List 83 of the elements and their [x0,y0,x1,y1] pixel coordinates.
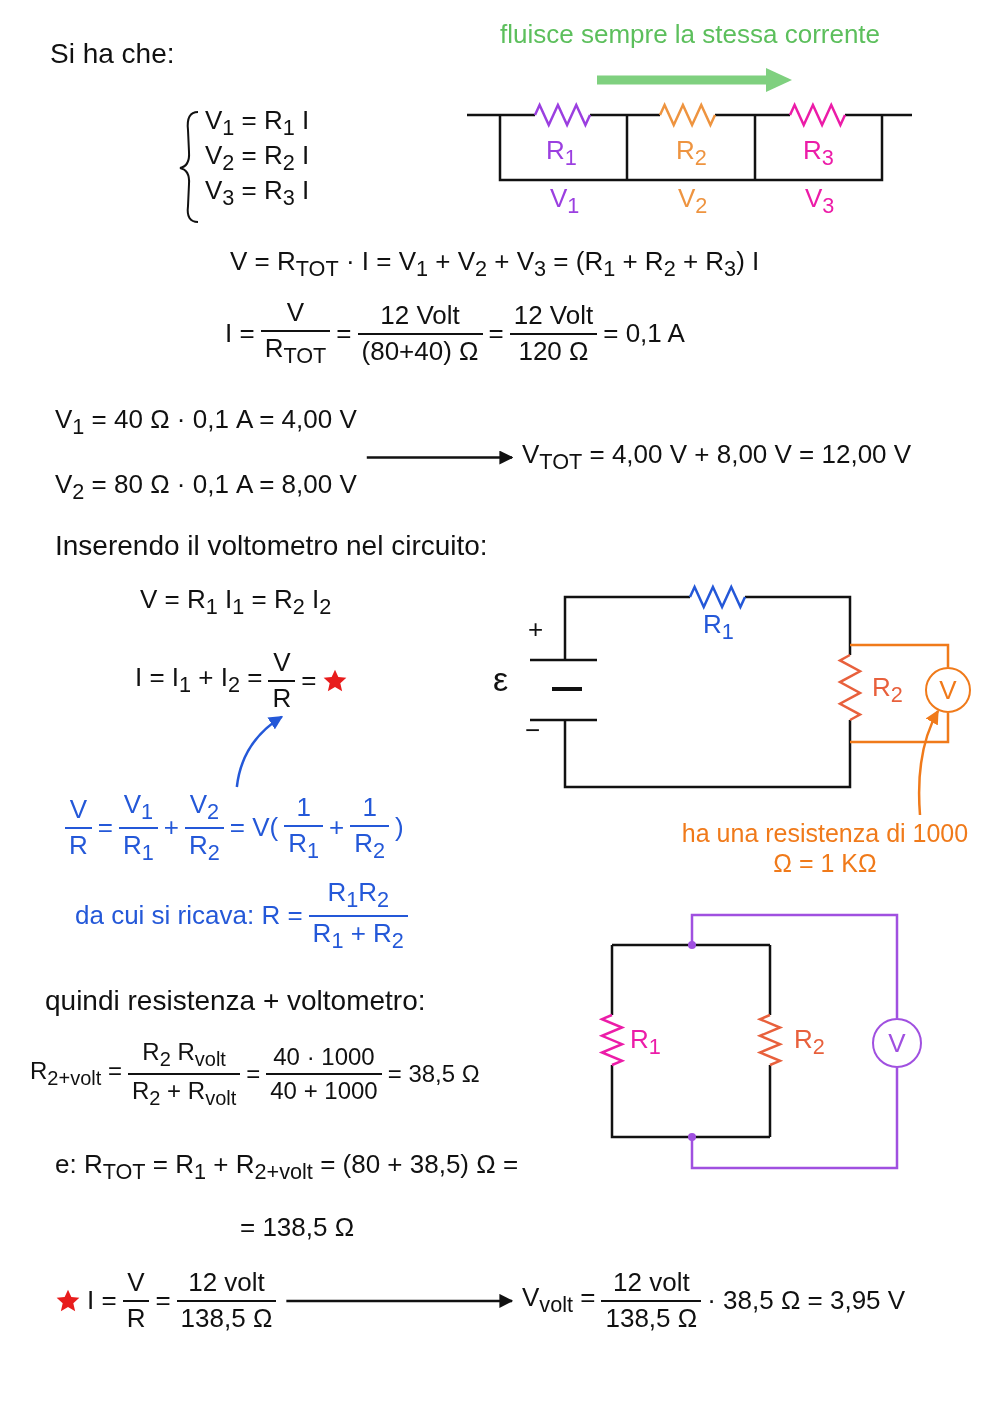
equation-text: = [488,318,504,349]
resistor-label: R$_{1}$ [630,1025,661,1061]
fraction-numerator: 40 · 1000 [272,1043,376,1073]
note-text: fluisce sempre la stessa corrente [500,20,881,50]
equation-text: V$_{2}$ = 80 Ω · 0,1 A = 8,00 V [55,470,357,506]
fraction-denominator: (80+40) Ω [357,332,483,367]
fraction-denominator: R [122,1299,150,1334]
fraction-numerator: V [68,795,89,827]
fraction-denominator: R$_{1}$ + R$_{2}$ [308,915,408,955]
equation-text: + [163,813,179,844]
emf-symbol: ε [493,660,509,700]
fraction-numerator: 12 Volt [379,300,461,332]
voltage-label: V$_{2}$ [678,184,708,220]
arrow [235,715,283,788]
equation-text: I = [87,1285,117,1316]
fraction-denominator: R$_{TOT}$ [260,329,331,369]
polarity-sign: + [528,615,544,645]
equation-text: = [155,1285,171,1316]
equation-text: V$_{volt}$ = [522,1283,596,1319]
equation-text: V$_{TOT}$ = 4,00 V + 8,00 V = 12,00 V [522,440,912,476]
equation-text: ) [395,813,404,844]
heading-text: quindi resistenza + voltometro: [45,985,426,1018]
equation-text: V = R$_{TOT}$ · I = V$_{1}$ + V$_{2}$ + V$_{3}$ = (R$_{1}$ + R$_{2}$ + R$_{3}$) I [230,247,760,283]
fraction-numerator: 12 Volt [512,300,595,332]
polarity-sign: − [525,716,541,746]
resistor-label: R$_{2}$ [794,1025,825,1061]
equation-text: = V( [229,813,279,844]
resistor-label: R$_{2}$ [676,136,707,172]
equation-text: V$_{2}$ = R$_{2}$ I [205,141,310,177]
heading-text: Si ha che: [50,38,175,71]
equation-text: = [246,1060,261,1088]
voltmeter-symbol: V [925,667,971,713]
arrow [286,1293,514,1308]
voltage-label: V$_{3}$ [805,184,835,220]
equation-text: V$_{3}$ = R$_{3}$ I [205,176,310,212]
fraction-denominator: R$_{2}$ [350,824,390,864]
note-text: ha una resistenza di 1000 Ω = 1 KΩ [675,818,975,878]
equation-text: = [97,813,113,844]
resistor-label: R$_{1}$ [546,136,577,172]
fraction-denominator: R$_{1}$ [118,827,158,867]
fraction-numerator: V$_{2}$ [188,790,221,827]
resistor-label: R$_{2}$ [872,673,903,709]
arrow [917,709,940,816]
resistor-label: R$_{3}$ [803,136,834,172]
fraction-denominator: R [65,827,92,861]
equation-text: = 138,5 Ω [240,1213,355,1243]
fraction-denominator: 120 Ω [509,332,598,367]
voltmeter-symbol: V [872,1018,922,1068]
fraction-denominator: R$_{2}$ [185,827,224,867]
equation-text: e: R$_{TOT}$ = R$_{1}$ + R$_{2+volt}$ = (80 + 38,5) Ω = [55,1150,519,1186]
equation-text: da cui si ricava: R = [75,901,303,932]
equation-text: V = R$_{1}$ I$_{1}$ = R$_{2}$ I$_{2}$ [140,585,332,621]
fraction-numerator: R$_{2}$ R$_{volt}$ [141,1038,227,1072]
fraction-denominator: 138,5 Ω [601,1299,702,1334]
equation-text: · 38,5 Ω = 3,95 V [707,1285,906,1316]
equation-text: V$_{1}$ = 40 Ω · 0,1 A = 4,00 V [55,405,357,441]
arrow [366,450,514,465]
resistor-label: R$_{1}$ [703,610,734,646]
equation-text: = 38,5 Ω [387,1060,480,1088]
equation-text: = 0,1 A [603,318,685,349]
fraction-numerator: 1 [361,792,378,824]
fraction-denominator: R$_{2}$ + R$_{volt}$ [127,1072,241,1110]
fraction-denominator: 40 + 1000 [266,1072,382,1105]
equation-text: R$_{2+volt}$ = [30,1057,122,1091]
voltage-label: V$_{1}$ [550,184,580,220]
fraction-numerator: V [126,1268,146,1299]
equation-text: I = I$_{1}$ + I$_{2}$ = [135,663,263,699]
fraction-numerator: V$_{1}$ [122,790,155,827]
fraction-numerator: 1 [295,792,312,824]
fraction-numerator: V [272,648,292,679]
fraction-numerator: 12 volt [612,1268,691,1299]
equation-text: + [329,813,345,844]
fraction-numerator: 12 volt [187,1268,266,1299]
fraction-denominator: R [268,679,296,714]
fraction-denominator: 138,5 Ω [176,1299,277,1334]
fraction-numerator: R$_{1}$R$_{2}$ [326,878,391,915]
heading-text: Inserendo il voltometro nel circuito: [55,530,488,563]
equation-text: V$_{1}$ = R$_{1}$ I [205,106,310,142]
equation-text: = [301,665,317,696]
equation-text: = [336,318,352,349]
fraction-denominator: R$_{1}$ [284,824,324,864]
equation-text: I = [225,318,255,349]
fraction-numerator: V [285,298,306,329]
